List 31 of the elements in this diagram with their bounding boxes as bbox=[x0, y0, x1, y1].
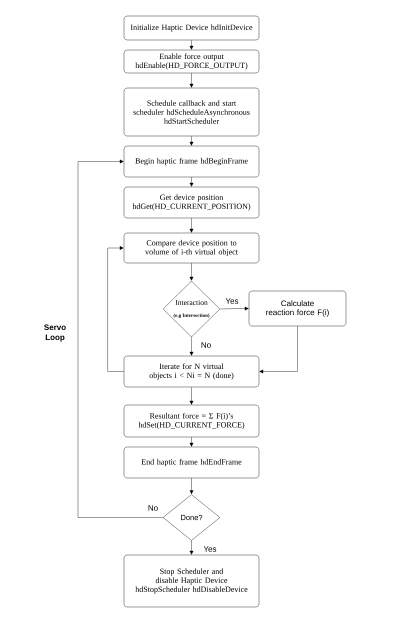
arrow bbox=[190, 437, 194, 447]
edge-label: Yes bbox=[224, 297, 240, 305]
edge-label: No bbox=[146, 504, 160, 512]
process-box: Compare device position to volume of i-th virtual object bbox=[124, 232, 260, 264]
arrow bbox=[190, 218, 194, 233]
arrow bbox=[190, 478, 194, 494]
process-box: Initialize Haptic Device hdInitDevice bbox=[124, 16, 260, 40]
process-box: Enable force output hdEnable(HD_FORCE_OUTPUT) bbox=[124, 50, 260, 74]
arrow bbox=[190, 40, 194, 50]
arrow bbox=[220, 306, 249, 310]
arrow bbox=[190, 73, 194, 88]
arrow bbox=[190, 387, 194, 405]
arrow bbox=[190, 177, 194, 187]
process-box: Resultant force = Σ F(i)’s hdSet(HD_CURRENT_FORCE) bbox=[124, 404, 260, 438]
process-box: Get device position hdGet(HD_CURRENT_POSITION) bbox=[124, 186, 260, 218]
process-box: Schedule callback and start scheduler hdScheduleAsynchronous hdStartScheduler bbox=[124, 88, 260, 136]
arrow bbox=[190, 337, 194, 356]
arrow bbox=[190, 540, 194, 555]
side-label: Servo Loop bbox=[44, 324, 66, 342]
arrow bbox=[190, 136, 194, 146]
edge-label: No bbox=[200, 341, 212, 349]
arrow bbox=[190, 263, 194, 281]
arrow bbox=[259, 326, 298, 374]
arrow bbox=[108, 246, 124, 372]
process-box: Iterate for N virtual objects i < Ni = N (done) bbox=[124, 356, 260, 388]
process-box: Begin haptic frame hdBeginFrame bbox=[124, 146, 260, 178]
process-box: End haptic frame hdEndFrame bbox=[124, 446, 260, 478]
arrow bbox=[78, 160, 163, 518]
process-box: Calculate reaction force F(i) bbox=[248, 290, 346, 326]
process-box: Stop Scheduler and disable Haptic Device hdStopScheduler hdDisableDevice bbox=[124, 554, 260, 608]
edge-label: Yes bbox=[202, 545, 218, 553]
